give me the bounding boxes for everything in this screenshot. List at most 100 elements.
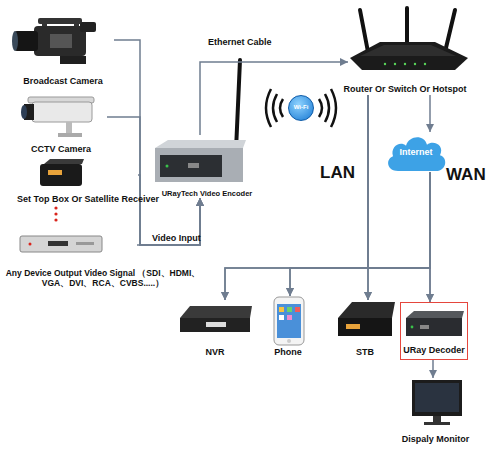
- phone-body: [274, 297, 304, 345]
- wifi-wave: [319, 99, 322, 117]
- connector-line: [368, 95, 430, 302]
- encoder-port: [188, 163, 199, 168]
- monitor-screen: [415, 383, 459, 412]
- router-led: [404, 63, 406, 65]
- device-node: NVR: [178, 300, 252, 358]
- encoder-antenna: [236, 60, 240, 150]
- nvr-front: [180, 318, 250, 332]
- nvr-top: [180, 306, 252, 318]
- cctv-housing: [32, 102, 92, 122]
- phone-app: [287, 307, 292, 312]
- cctv-mount: [58, 133, 82, 137]
- player-led: [29, 243, 32, 246]
- encoder-front: [160, 155, 222, 177]
- nvr-display: [206, 322, 226, 327]
- monitor-base: [424, 422, 450, 425]
- router-top: [360, 45, 456, 56]
- cctv-bracket: [66, 122, 72, 134]
- node-caption: Phone: [274, 347, 302, 358]
- player-buttons: [76, 242, 94, 245]
- network-label: LAN: [320, 163, 355, 183]
- connector-line: [290, 172, 430, 296]
- connector-line: [225, 172, 430, 300]
- device-node: Router Or Switch Or Hotspot: [348, 8, 470, 95]
- phone-app: [287, 315, 292, 320]
- cloud-outline: [388, 137, 445, 171]
- router-antenna: [405, 8, 409, 45]
- router-led: [394, 63, 396, 65]
- phone-button: [287, 339, 291, 343]
- connector-line: [368, 172, 430, 300]
- phone-app: [295, 307, 300, 312]
- wifi-wave: [280, 99, 283, 117]
- stb-logo: [48, 170, 62, 175]
- device-node: Phone: [263, 296, 313, 358]
- camera-viewfinder: [80, 22, 96, 32]
- phone-app: [279, 315, 284, 320]
- ellipsis-dot: [54, 212, 57, 215]
- cloud-node: Internet: [384, 132, 448, 172]
- wifi-wave: [266, 89, 271, 127]
- node-caption: CCTV Camera: [31, 144, 91, 155]
- camera-lens-glass: [12, 31, 18, 51]
- device-node: URay Decoder: [400, 302, 468, 360]
- router-body: [350, 42, 468, 70]
- node-caption: STB: [356, 347, 374, 358]
- player-body: [20, 236, 102, 252]
- decoder-led: [411, 326, 414, 329]
- stb-logo: [346, 324, 360, 329]
- router-led: [424, 63, 426, 65]
- connector-line: [429, 172, 431, 302]
- node-caption: Broadcast Camera: [23, 76, 103, 87]
- node-caption: Router Or Switch Or Hotspot: [334, 84, 476, 95]
- encoder-top: [155, 140, 246, 148]
- node-caption: Any Device Output Video Signal （SDI、HDMI…: [3, 268, 203, 288]
- router-led: [414, 63, 416, 65]
- router-antenna: [360, 10, 368, 52]
- monitor-frame: [412, 380, 462, 416]
- stb-body: [338, 318, 392, 336]
- connector-line: [200, 62, 348, 135]
- device-node: URayTech Video Encoder: [160, 135, 254, 198]
- wifi-badge: Wi-Fi: [288, 95, 314, 121]
- node-caption: Internet: [399, 147, 432, 158]
- wifi-wave: [331, 89, 336, 127]
- node-caption: URay Decoder: [403, 345, 465, 356]
- node-caption: Set Top Box Or Satellite Receiver: [2, 194, 174, 205]
- phone-screen: [277, 304, 301, 338]
- encoder-led: [166, 165, 169, 168]
- connector-line: [429, 95, 431, 132]
- node-caption: URayTech Video Encoder: [162, 189, 253, 198]
- cctv-lens-glass: [21, 105, 27, 119]
- device-node: Any Device Output Video Signal （SDI、HDMI…: [3, 228, 137, 288]
- camera-panel: [50, 34, 72, 48]
- camera-body: [34, 26, 86, 56]
- connector-line: [114, 40, 200, 245]
- edge-label: Ethernet Cable: [208, 37, 272, 48]
- camera-base: [60, 56, 86, 64]
- device-node: CCTV Camera: [15, 93, 107, 155]
- stb-body: [40, 164, 82, 186]
- decoder-body: [406, 318, 462, 336]
- wifi-wave: [325, 94, 329, 122]
- stb-top: [44, 159, 84, 164]
- node-caption: Dispaly Monitor: [402, 434, 470, 445]
- decoder-port: [420, 325, 429, 329]
- connector-line: [432, 360, 434, 378]
- device-node: STB: [335, 300, 395, 358]
- node-caption: Wi-Fi: [294, 104, 309, 111]
- connector-line: [137, 198, 200, 245]
- encoder-body: [155, 148, 243, 182]
- wifi-wave: [273, 94, 277, 122]
- monitor-stand: [433, 416, 441, 422]
- connector-line: [107, 117, 200, 245]
- router-led: [384, 63, 386, 65]
- stb-top: [338, 302, 395, 318]
- connector-line: [290, 95, 368, 296]
- network-label: WAN: [446, 165, 486, 185]
- decoder-top: [406, 311, 464, 318]
- device-node: Set Top Box Or Satellite Receiver: [2, 158, 138, 205]
- edge-label: Video Input: [152, 233, 201, 244]
